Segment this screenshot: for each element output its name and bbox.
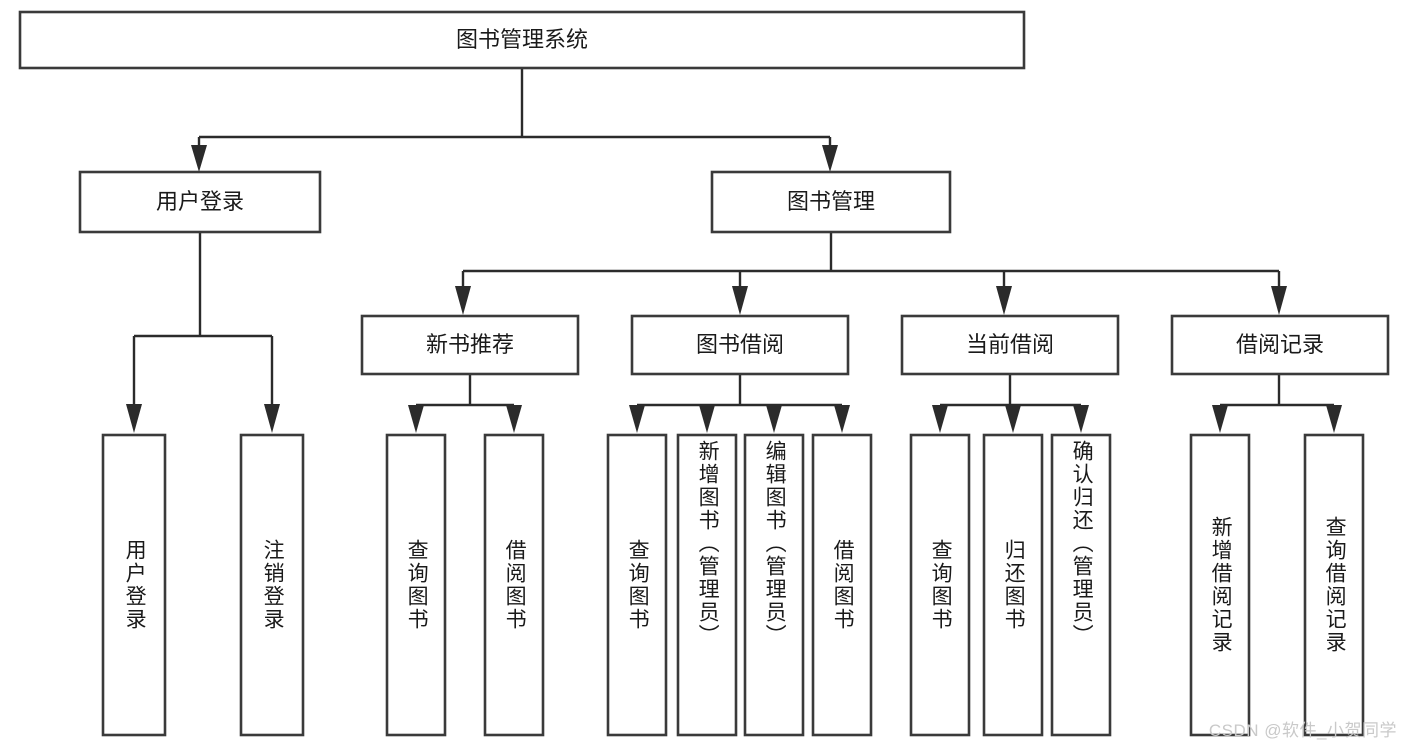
connector-bookmanage-to-level3 (455, 232, 1287, 315)
connector-userlogin-to-leaves (126, 232, 280, 433)
node-leaf-confirm-return-box[interactable] (1050, 433, 1112, 737)
node-leaf-query-book-3-box[interactable] (909, 433, 971, 737)
node-leaf-add-book-box[interactable] (676, 433, 738, 737)
node-borrow-record[interactable]: 借阅记录 (1170, 314, 1390, 376)
node-borrow-record-box[interactable] (1170, 314, 1390, 376)
arrowhead-leaf-user-logout (264, 404, 280, 433)
node-new-book-recommend-label: 新书推荐 (426, 332, 514, 357)
watermark: CSDN @软件_小贺同学 (1208, 721, 1397, 740)
node-new-book-recommend-box[interactable] (360, 314, 580, 376)
node-leaf-query-book-2-box[interactable] (606, 433, 668, 737)
arrowhead-book-borrow (732, 286, 748, 315)
node-leaf-borrow-book-2-box[interactable] (811, 433, 873, 737)
arrowhead-user-login (191, 145, 207, 172)
arrowhead-leaf-user-login (126, 404, 142, 433)
arrowhead-leaf-add-book (699, 405, 715, 433)
arrowhead-current-borrow (996, 286, 1012, 315)
node-root-box[interactable] (18, 10, 1026, 70)
arrowhead-leaf-confirm-return (1073, 405, 1089, 433)
node-book-borrow-label: 图书借阅 (696, 332, 784, 357)
connector-bookborrow-to-leaves (629, 374, 850, 433)
arrowhead-leaf-borrow-book-2 (834, 405, 850, 433)
node-book-manage[interactable]: 图书管理 (710, 170, 952, 234)
connector-newbook-to-leaves (408, 374, 522, 433)
node-book-borrow[interactable]: 图书借阅 (630, 314, 850, 376)
node-book-borrow-box[interactable] (630, 314, 850, 376)
node-book-manage-box[interactable] (710, 170, 952, 234)
leaf-boxes (101, 433, 1365, 737)
node-leaf-return-book-box[interactable] (982, 433, 1044, 737)
arrowhead-new-book-recommend (455, 286, 471, 315)
node-root-label: 图书管理系统 (456, 27, 588, 52)
node-user-login-label: 用户登录 (156, 189, 244, 214)
node-borrow-record-label: 借阅记录 (1236, 332, 1324, 357)
arrowhead-leaf-query-record (1326, 405, 1342, 433)
arrowhead-leaf-return-book (1005, 405, 1021, 433)
arrowhead-leaf-borrow-book-1 (506, 405, 522, 433)
arrowhead-leaf-edit-book (766, 405, 782, 433)
arrowhead-leaf-query-book-3 (932, 405, 948, 433)
node-current-borrow[interactable]: 当前借阅 (900, 314, 1120, 376)
node-leaf-query-record-box[interactable] (1303, 433, 1365, 737)
arrowhead-book-manage (822, 145, 838, 172)
arrowhead-leaf-query-book-1 (408, 405, 424, 433)
node-user-login-box[interactable] (78, 170, 322, 234)
node-new-book-recommend[interactable]: 新书推荐 (360, 314, 580, 376)
node-current-borrow-box[interactable] (900, 314, 1120, 376)
arrowhead-leaf-add-record (1212, 405, 1228, 433)
node-root[interactable]: 图书管理系统 (18, 10, 1026, 70)
node-leaf-query-book-1-box[interactable] (385, 433, 447, 737)
node-current-borrow-label: 当前借阅 (966, 332, 1054, 357)
node-book-manage-label: 图书管理 (787, 189, 875, 214)
connector-root-to-level2 (191, 68, 838, 172)
node-leaf-user-login-box[interactable] (101, 433, 167, 737)
arrowhead-leaf-query-book-2 (629, 405, 645, 433)
connector-currentborrow-to-leaves (932, 374, 1089, 433)
node-leaf-edit-book-box[interactable] (743, 433, 805, 737)
node-leaf-add-record-box[interactable] (1189, 433, 1251, 737)
arrowhead-borrow-record (1271, 286, 1287, 315)
node-leaf-borrow-book-1-box[interactable] (483, 433, 545, 737)
node-leaf-user-logout-box[interactable] (239, 433, 305, 737)
connector-borrowrecord-to-leaves (1212, 374, 1342, 433)
node-user-login[interactable]: 用户登录 (78, 170, 322, 234)
